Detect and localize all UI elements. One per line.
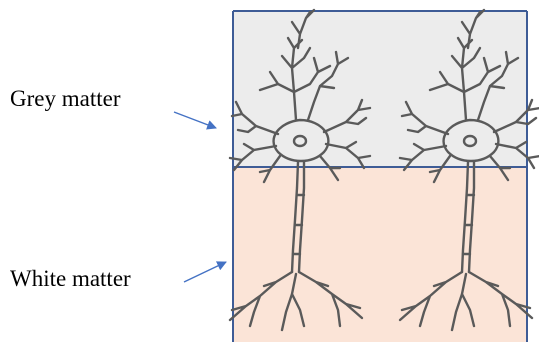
white-matter-arrow	[184, 262, 226, 282]
grey-matter-arrow	[174, 112, 216, 128]
white-matter-region	[233, 167, 527, 342]
grey-matter-region	[233, 11, 527, 167]
